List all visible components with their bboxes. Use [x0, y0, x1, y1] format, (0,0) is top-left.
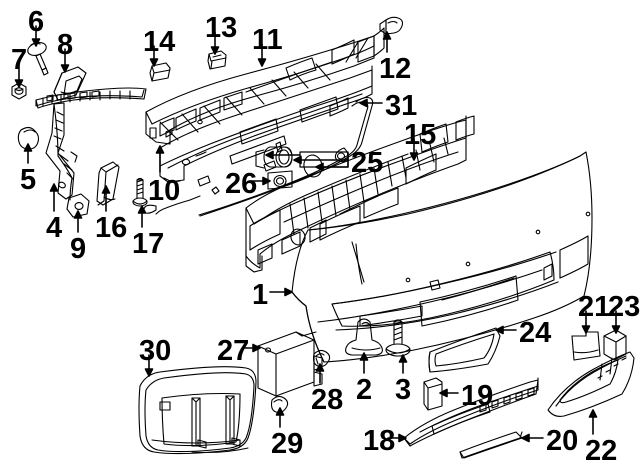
callout-label-3[interactable]: 3: [395, 374, 412, 406]
part-impact-bar-lower: [159, 65, 373, 187]
callout-label-19[interactable]: 19: [461, 380, 494, 412]
part-reflector-housing-right: [547, 351, 635, 417]
part-clip-small-round-28: [312, 349, 331, 368]
part-clip-small-13: [207, 50, 227, 70]
callout-label-17[interactable]: 17: [132, 228, 165, 260]
callout-label-16[interactable]: 16: [95, 212, 128, 244]
part-push-in-retainer: [345, 318, 383, 356]
callout-label-22[interactable]: 22: [585, 435, 618, 467]
callout-label-13[interactable]: 13: [205, 12, 238, 44]
callout-label-20[interactable]: 20: [546, 425, 579, 457]
part-rear-bumper-fascia: [291, 151, 593, 363]
part-energy-absorber-foam: [245, 115, 475, 273]
callout-label-9[interactable]: 9: [70, 233, 87, 265]
callout-label-24[interactable]: 24: [519, 317, 552, 349]
callout-label-6[interactable]: 6: [28, 6, 45, 38]
part-bracket-support: [35, 87, 147, 201]
callout-label-8[interactable]: 8: [57, 29, 74, 61]
callout-label-5[interactable]: 5: [20, 164, 37, 196]
callout-leaders: [14, 25, 621, 443]
part-screw-long: [132, 177, 148, 207]
callout-label-26[interactable]: 26: [225, 168, 258, 200]
callout-label-29[interactable]: 29: [271, 428, 304, 460]
part-park-assist-module: [257, 331, 323, 397]
part-clip-small-round-29: [270, 395, 289, 414]
part-screw: [385, 319, 411, 357]
callout-label-12[interactable]: 12: [379, 53, 412, 85]
part-sensor-retainer: [267, 170, 293, 190]
callout-label-15[interactable]: 15: [404, 119, 437, 151]
part-lower-valance-moulding: [403, 377, 539, 447]
callout-label-28[interactable]: 28: [311, 384, 344, 416]
callout-label-2[interactable]: 2: [356, 374, 373, 406]
callout-label-18[interactable]: 18: [363, 425, 396, 457]
callout-label-7[interactable]: 7: [11, 44, 28, 76]
callout-label-23[interactable]: 23: [608, 291, 640, 323]
callout-label-27[interactable]: 27: [217, 335, 250, 367]
part-clip-block: [423, 377, 443, 411]
part-fastener-clip: [379, 16, 404, 35]
part-grommet-plug: [17, 126, 40, 150]
callout-label-30[interactable]: 30: [139, 335, 172, 367]
callout-label-14[interactable]: 14: [143, 26, 176, 58]
callout-label-11[interactable]: 11: [252, 24, 283, 56]
callout-label-25[interactable]: 25: [351, 147, 384, 179]
callout-label-31[interactable]: 31: [385, 90, 418, 122]
callout-label-10[interactable]: 10: [148, 175, 181, 207]
part-clip-small-14: [149, 62, 171, 82]
part-spacer-block: [66, 193, 90, 218]
callout-label-4[interactable]: 4: [46, 212, 63, 244]
part-reflector-bezel: [428, 327, 501, 373]
callout-label-1[interactable]: 1: [252, 279, 269, 311]
callout-label-21[interactable]: 21: [578, 291, 611, 323]
part-bracket-brace: [96, 161, 120, 206]
part-energy-absorber-upper: [145, 27, 385, 145]
part-spare-tire-cover-surround: [138, 366, 257, 455]
